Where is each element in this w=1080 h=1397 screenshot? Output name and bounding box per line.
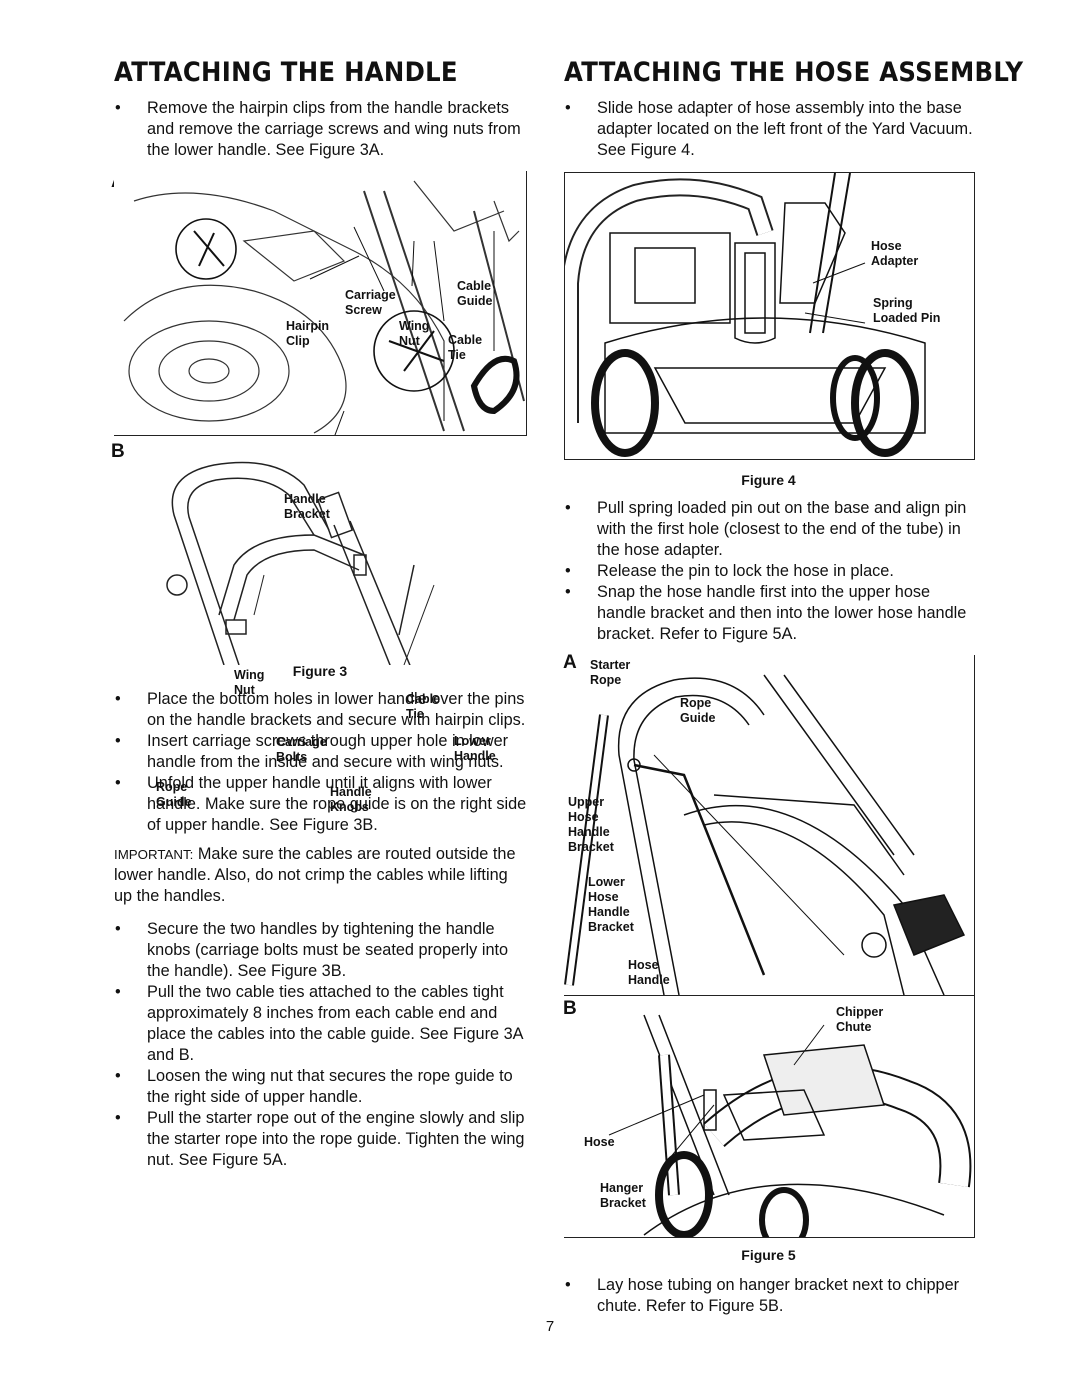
figure-3b-illustration (166, 461, 435, 665)
label-wing-nut: Wing Nut (399, 319, 430, 348)
label-carriage-screw: Carriage Screw (345, 288, 396, 317)
figure-5: A S (563, 652, 976, 1238)
bullet-item: Lay hose tubing on hanger bracket next t… (564, 1275, 976, 1317)
figure-3: A (111, 171, 528, 814)
figure-3b-panel: Wing Nut Cable Tie Carriage Bolts Lower … (114, 435, 526, 814)
figure-3a-illustration (123, 180, 525, 435)
label-spring-loaded-pin: Spring Loaded Pin (873, 296, 941, 325)
important-text: Make sure the cables are routed outside … (114, 845, 516, 905)
bullet-list: Remove the hairpin clips from the handle… (114, 98, 528, 161)
label-hanger-bracket: Hanger Bracket (600, 1181, 646, 1210)
important-note: IMPORTANT: Make sure the cables are rout… (114, 844, 528, 907)
bullet-item: Slide hose adapter of hose assembly into… (564, 98, 976, 161)
bullet-item: Secure the two handles by tightening the… (114, 919, 528, 982)
bullet-item: Release the pin to lock the hose in plac… (564, 561, 976, 582)
section-heading-hose: Attaching the Hose Assembly (564, 57, 1024, 88)
figure-3a-panel: Carriage Screw Cable Guide Hairpin Clip … (114, 171, 527, 521)
figure-4-caption: Figure 4 (741, 472, 796, 488)
bullet-list: Lay hose tubing on hanger bracket next t… (564, 1275, 976, 1317)
panel-letter-b: B (563, 998, 577, 1019)
section-heading-handle: Attaching the Handle (114, 57, 458, 88)
bullet-item: Insert carriage screws through upper hol… (114, 731, 528, 773)
important-label: IMPORTANT: (114, 847, 194, 862)
figure-5b-panel: Chipper Chute Hose Hanger Bracket (564, 995, 975, 1238)
bullet-list: Slide hose adapter of hose assembly into… (564, 98, 976, 161)
page-number: 7 (545, 1318, 555, 1335)
panel-letter-b: B (111, 441, 125, 462)
bullet-item: Loosen the wing nut that secures the rop… (114, 1066, 528, 1108)
figure-3-caption: Figure 3 (292, 663, 348, 679)
figure-5-caption: Figure 5 (741, 1247, 796, 1263)
label-hose: Hose (584, 1135, 615, 1149)
bullet-item: Pull the starter rope out of the engine … (114, 1108, 528, 1171)
left-column: Attaching the Handle Remove the hairpin … (111, 57, 528, 1171)
bullet-item: Snap the hose handle first into the uppe… (564, 582, 976, 645)
bullet-item: Pull spring loaded pin out on the base a… (564, 498, 976, 561)
panel-letter-a: A (563, 652, 577, 673)
label-rope-guide-5: Rope Guide (680, 696, 716, 725)
label-starter-rope: Starter Rope (590, 658, 631, 687)
label-hose-adapter: Hose Adapter (871, 239, 919, 268)
bullet-list: Pull spring loaded pin out on the base a… (564, 498, 976, 645)
figure-5a-illustration (564, 674, 966, 995)
label-cable-guide: Cable Guide (457, 279, 493, 308)
label-lower-hose-handle-bracket: Lower Hose Handle Bracket (588, 875, 634, 934)
bullet-item: Pull the two cable ties attached to the … (114, 982, 528, 1066)
bullet-list: Place the bottom holes in lower handle o… (114, 689, 528, 836)
label-hose-handle: Hose Handle (628, 958, 670, 987)
figure-5a-panel: Starter Rope Rope Guide Upper Hose Handl… (564, 655, 975, 996)
bullet-item: Unfold the upper handle until it aligns … (114, 773, 528, 836)
bullet-list: Secure the two handles by tightening the… (114, 919, 528, 1171)
figure-4: Hose Adapter Spring Loaded Pin (564, 172, 975, 460)
label-hairpin-clip: Hairpin Clip (286, 319, 330, 348)
label-upper-hose-handle-bracket: Upper Hose Handle Bracket (568, 795, 614, 854)
label-chipper-chute: Chipper Chute (836, 1005, 884, 1034)
right-column: Attaching the Hose Assembly Slide hose a… (563, 57, 1024, 1317)
bullet-item: Remove the hairpin clips from the handle… (114, 98, 528, 161)
label-cable-tie: Cable Tie (448, 333, 483, 362)
figure-4-illustration (565, 173, 926, 457)
bullet-item: Place the bottom holes in lower handle o… (114, 689, 528, 731)
figure-5b-illustration (608, 1014, 972, 1237)
